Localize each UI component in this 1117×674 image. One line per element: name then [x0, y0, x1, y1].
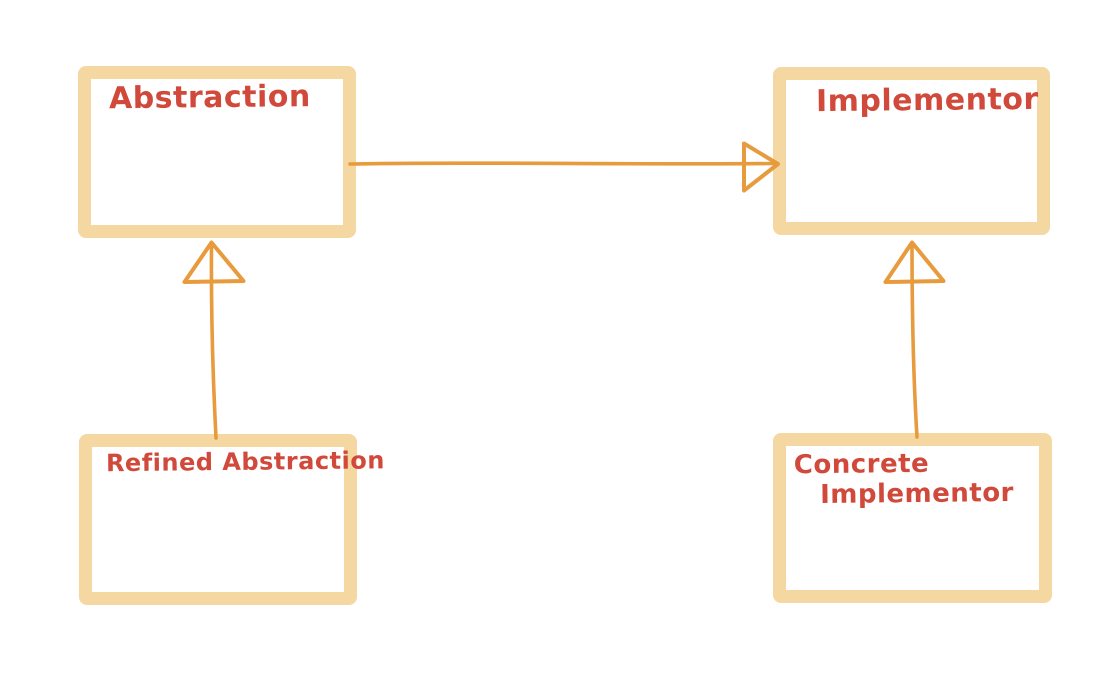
- edge-concrete-implementor-to-implementor[interactable]: [883, 240, 946, 439]
- edge-concrete-implementor-to-implementor-shaft: [910, 242, 919, 439]
- node-abstraction-label: Abstraction: [108, 79, 311, 117]
- node-concrete-implementor-label: Concrete Implementor: [794, 449, 1040, 511]
- node-abstraction[interactable]: Abstraction: [78, 66, 356, 238]
- edge-refined-abstraction-to-abstraction[interactable]: [182, 240, 246, 440]
- open-triangle-arrowhead-up-icon: [883, 240, 946, 284]
- node-concrete-implementor[interactable]: Concrete Implementor: [773, 433, 1052, 603]
- node-concrete-implementor-label-line2: Implementor: [819, 477, 1015, 510]
- edge-abstraction-to-implementor-shaft: [348, 161, 778, 166]
- node-refined-abstraction-label: Refined Abstraction: [105, 446, 386, 478]
- open-triangle-arrowhead-up-icon: [182, 240, 246, 284]
- edge-refined-abstraction-to-abstraction-shaft: [209, 242, 218, 440]
- node-refined-abstraction[interactable]: Refined Abstraction: [79, 434, 386, 605]
- node-implementor-label: Implementor: [815, 81, 1039, 120]
- edge-abstraction-to-implementor[interactable]: [348, 141, 780, 193]
- node-concrete-implementor-label-line1: Concrete: [793, 448, 930, 481]
- node-implementor[interactable]: Implementor: [773, 67, 1050, 235]
